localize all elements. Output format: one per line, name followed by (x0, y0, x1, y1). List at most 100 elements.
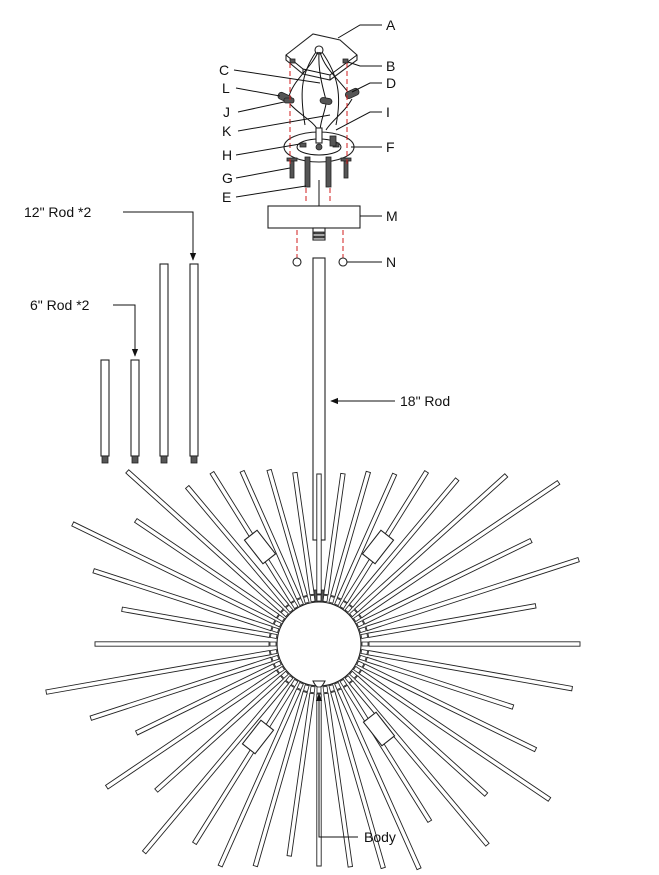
spoke-arm (343, 684, 433, 824)
socket-stub (285, 604, 294, 613)
socket-stub (280, 670, 289, 679)
socket-stub (358, 654, 367, 662)
spoke-arm (252, 690, 308, 868)
nuts-N (292, 257, 348, 267)
spoke-arm (367, 649, 573, 692)
body-spokes (45, 468, 581, 871)
socket-stub (290, 600, 299, 610)
label-G: G (222, 170, 233, 186)
socket-stub (271, 654, 280, 662)
spoke-arm (184, 484, 290, 608)
socket-stub (339, 600, 348, 610)
spoke-arm (354, 675, 489, 797)
spoke-arm (348, 477, 460, 608)
socket-stub (290, 678, 299, 688)
spoke-arm (367, 603, 537, 639)
socket-stub (356, 620, 365, 628)
socket-ring (269, 594, 369, 694)
spoke-arm (71, 521, 276, 625)
canopy-M (267, 180, 361, 241)
spoke-arm (239, 469, 302, 600)
spoke-arm (286, 692, 315, 857)
socket-stub (316, 594, 322, 602)
label-rod-12: 12" Rod *2 (24, 204, 91, 220)
spoke-arm (94, 641, 270, 647)
socket-stub (334, 597, 342, 607)
label-I: I (386, 104, 390, 120)
spoke-arm (316, 473, 322, 595)
socket-stub (309, 594, 316, 603)
alignment-guides (289, 63, 348, 258)
socket-stub (344, 675, 353, 684)
spoke-arm (266, 468, 308, 598)
spoke-arm (217, 688, 302, 868)
socket-stub (360, 649, 369, 655)
spoke-arm (125, 469, 284, 613)
spoke-arm (45, 649, 271, 695)
spoke-arm (121, 606, 271, 639)
socket-stub (361, 641, 369, 647)
socket-stub (334, 681, 342, 691)
wire-nuts-L-D (277, 87, 360, 105)
spoke-arm (336, 688, 422, 871)
socket-stub (280, 609, 289, 618)
socket-stub (296, 681, 304, 691)
spoke-arm (134, 663, 276, 736)
socket-stub (352, 665, 362, 674)
socket-stub (303, 595, 310, 604)
socket-stub (339, 678, 348, 688)
label-E: E (222, 189, 231, 205)
label-H: H (222, 147, 232, 163)
socket-stub (269, 633, 278, 639)
label-B: B (386, 58, 395, 74)
socket-stub (328, 595, 335, 604)
label-L: L (222, 80, 230, 96)
spoke-arm (330, 470, 372, 598)
spoke-arm (323, 692, 354, 868)
socket-stub (271, 626, 280, 634)
label-body: Body (364, 829, 396, 845)
spoke-arm (336, 472, 398, 600)
socket-stub (269, 641, 277, 647)
socket-stub (269, 649, 278, 655)
spoke-arm (358, 669, 552, 802)
spoke-arm (292, 471, 315, 596)
spoke-arm (89, 656, 273, 721)
socket-stub (356, 660, 365, 668)
socket-stub (296, 597, 304, 607)
label-rod-18: 18" Rod (400, 393, 450, 409)
socket-stub (344, 604, 353, 613)
spoke-arm (92, 568, 273, 632)
socket-stub (322, 685, 329, 694)
spoke-arm (365, 656, 515, 710)
sphere-body (276, 601, 362, 689)
spoke-arm (154, 675, 284, 793)
socket-stub (273, 620, 282, 628)
label-K: K (222, 123, 232, 139)
spoke-arm (104, 669, 280, 790)
label-F: F (386, 139, 395, 155)
socket-stub (360, 633, 369, 639)
arm-bulbs (241, 529, 396, 755)
loose-rods (100, 263, 199, 464)
spoke-arm (365, 556, 580, 632)
spoke-arm (330, 690, 386, 870)
label-D: D (386, 75, 396, 91)
socket-stub (349, 609, 358, 618)
socket-stub (352, 614, 362, 623)
spoke-arm (354, 473, 509, 613)
label-rod-6: 6" Rod *2 (30, 297, 90, 313)
socket-stub (316, 686, 322, 694)
spoke-arm (133, 517, 280, 619)
label-N: N (386, 254, 396, 270)
socket-stub (285, 675, 294, 684)
screws-G-E (286, 156, 352, 188)
socket-stub (328, 684, 335, 693)
callout-leaders (113, 24, 395, 838)
spoke-arm (141, 680, 290, 855)
spoke-arm (358, 479, 561, 619)
spoke-arm (368, 641, 581, 647)
socket-stub (358, 626, 367, 634)
socket-stub (276, 665, 286, 674)
socket-stub (276, 614, 286, 623)
